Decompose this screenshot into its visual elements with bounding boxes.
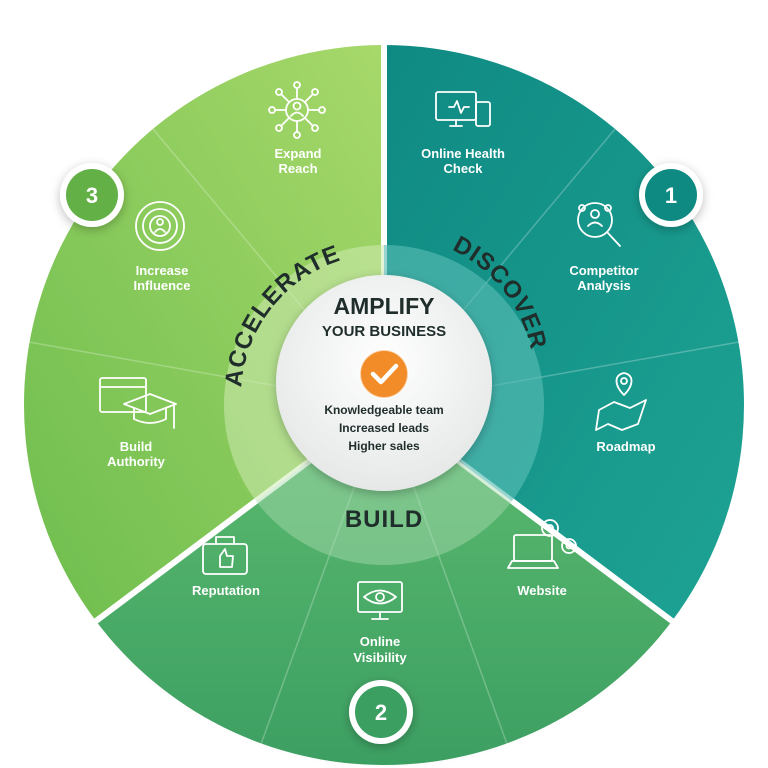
segment-label: Authority xyxy=(107,454,166,469)
discover-number-badge: 1 xyxy=(639,163,703,227)
monitor-phone-heart-icon xyxy=(435,91,491,127)
segment-website: Website xyxy=(507,519,577,598)
map-pin-icon xyxy=(595,372,647,431)
badge-number: 3 xyxy=(86,183,98,208)
segment-label: Expand xyxy=(275,146,322,161)
segment-label: Roadmap xyxy=(596,439,655,454)
segment-label: Influence xyxy=(133,278,190,293)
segment-competitor-analysis: Competitor Analysis xyxy=(569,202,639,293)
build-label: BUILD xyxy=(345,506,423,533)
accelerate-number-badge: 3 xyxy=(60,163,124,227)
segment-label: Website xyxy=(517,583,567,598)
segment-label: Check xyxy=(443,161,483,176)
segment-label: Analysis xyxy=(577,278,630,293)
segment-label: Online xyxy=(360,634,400,649)
segment-label: Build xyxy=(120,439,153,454)
segment-build-authority: Build Authority xyxy=(99,377,177,469)
checkmark-icon xyxy=(359,349,409,399)
segment-label: Competitor xyxy=(569,263,638,278)
badge-number: 2 xyxy=(375,700,387,725)
segment-reputation: Reputation xyxy=(192,536,260,598)
center-title: AMPLIFY xyxy=(334,293,435,319)
segment-online-health-check: Online Health Check xyxy=(421,91,505,176)
browser-graduation-cap-icon xyxy=(99,377,177,429)
segment-label: Reputation xyxy=(192,583,260,598)
benefit-item: Knowledgeable team xyxy=(324,403,443,417)
segment-expand-reach: Expand Reach xyxy=(268,81,326,176)
network-person-icon xyxy=(268,81,326,139)
center-subtitle: YOUR BUSINESS xyxy=(322,323,446,340)
benefit-item: Increased leads xyxy=(339,421,429,435)
segment-label: Increase xyxy=(136,263,189,278)
benefit-item: Higher sales xyxy=(348,439,420,453)
segment-label: Visibility xyxy=(353,650,407,665)
target-person-icon xyxy=(135,201,185,251)
laptop-gears-icon xyxy=(507,519,577,569)
segment-label: Online Health xyxy=(421,146,505,161)
segment-roadmap: Roadmap xyxy=(595,372,656,454)
build-number-badge: 2 xyxy=(349,680,413,744)
build-sector xyxy=(96,405,672,766)
segment-increase-influence: Increase Influence xyxy=(133,201,191,293)
people-magnifier-icon xyxy=(577,202,621,247)
segment-online-visibility: Online Visibility xyxy=(353,581,407,665)
badge-number: 1 xyxy=(665,183,677,208)
briefcase-thumbs-up-icon xyxy=(202,536,248,575)
monitor-eye-icon xyxy=(357,581,403,620)
segment-label: Reach xyxy=(278,161,317,176)
